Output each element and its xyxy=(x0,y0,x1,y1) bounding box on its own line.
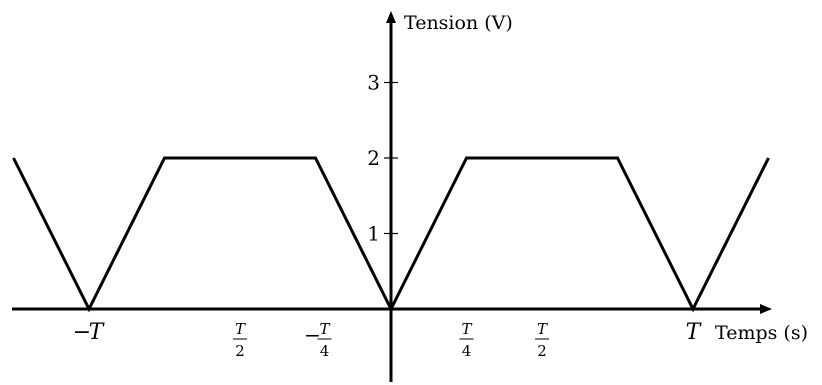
minus-sign: − xyxy=(73,320,91,345)
tick-numerator: T xyxy=(537,320,548,338)
tick-numerator: T xyxy=(319,320,330,338)
x-axis-label: Temps (s) xyxy=(715,322,808,344)
x-tick-label: T4 xyxy=(459,320,474,360)
x-tick-label: T xyxy=(686,320,703,345)
y-tick-label: 3 xyxy=(367,71,380,95)
x-tick-label: −T xyxy=(73,320,106,345)
tick-denominator: 4 xyxy=(462,342,472,360)
y-tick-label: 2 xyxy=(367,146,380,170)
tick-symbol: T xyxy=(89,320,106,345)
x-tick-label: T2 xyxy=(535,320,549,360)
y-ticks: 1 2 3 xyxy=(367,71,398,246)
y-axis-label: Tension (V) xyxy=(404,12,513,34)
tick-numerator: T xyxy=(461,320,472,338)
y-axis-arrow xyxy=(386,11,396,23)
tick-denominator: 2 xyxy=(537,342,547,360)
tick-denominator: 2 xyxy=(235,342,245,360)
axes xyxy=(12,11,772,382)
minus-sign: − xyxy=(304,323,321,347)
x-tick-label: −T 4 xyxy=(304,320,332,360)
tick-numerator: T xyxy=(235,320,246,338)
tick-symbol: T xyxy=(686,320,703,345)
tick-denominator: 4 xyxy=(320,342,330,360)
series-line xyxy=(12,156,770,313)
x-tick-label: T2 xyxy=(233,320,247,360)
x-axis-arrow xyxy=(760,304,772,314)
y-tick-label: 1 xyxy=(367,222,380,246)
